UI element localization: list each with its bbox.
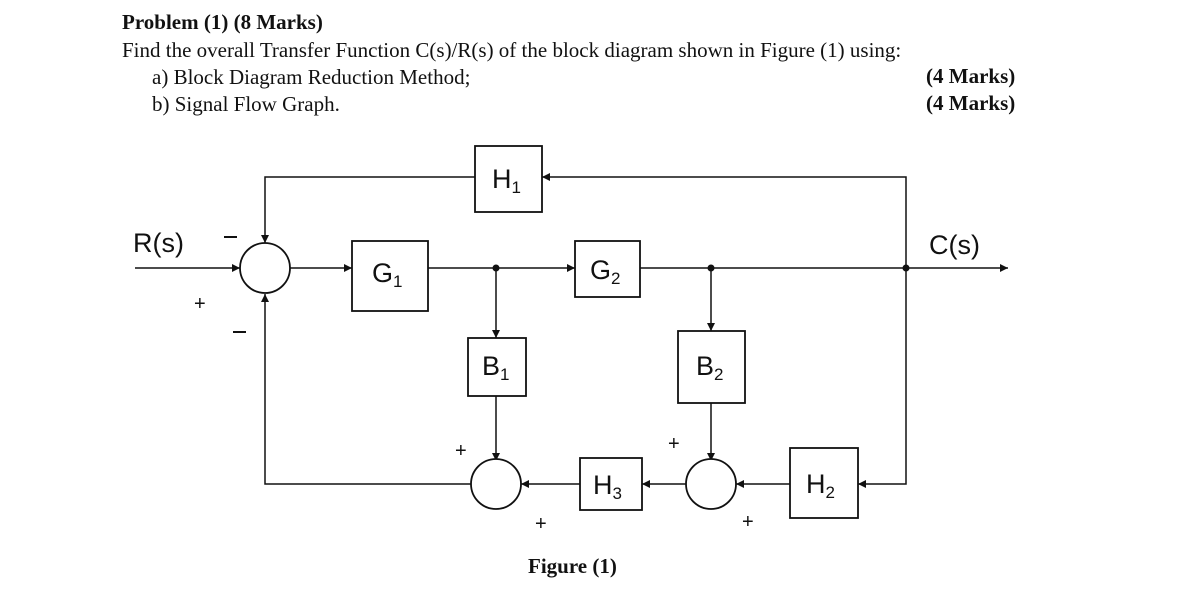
block-h3 (579, 457, 643, 511)
summing-junction-2 (470, 458, 522, 510)
junction-g1-output (492, 264, 500, 272)
block-g1 (351, 240, 429, 312)
block-h2-label: H2 (806, 469, 835, 502)
output-label: C(s) (929, 230, 980, 260)
block-h1 (474, 145, 543, 213)
part-b-marks: (4 Marks) (926, 91, 1016, 115)
block-h3-label: H3 (593, 470, 622, 503)
block-g2 (574, 240, 641, 298)
block-b1 (467, 337, 527, 397)
block-b2-label: B2 (696, 351, 723, 384)
sum2-sign-bottom: + (535, 513, 547, 535)
block-h1-label: H1 (492, 164, 521, 197)
block-b2 (677, 330, 746, 404)
sum3-sign-top: + (668, 433, 680, 455)
part-a-text: a) Block Diagram Reduction Method; (152, 65, 471, 89)
wire-h1-feedback-in (542, 173, 907, 268)
figure-caption: Figure (1) (528, 554, 617, 578)
wire-output-h2 (858, 268, 907, 488)
block-b1-label: B1 (482, 351, 509, 384)
part-a-marks: (4 Marks) (926, 64, 1016, 88)
sum3-sign-bottom: + (742, 511, 754, 533)
junction-g2-output (707, 264, 715, 272)
summing-junction-1 (239, 242, 291, 294)
junction-output (902, 264, 910, 272)
input-label: R(s) (133, 228, 184, 258)
block-g2-label: G2 (590, 255, 620, 288)
summing-junction-3 (685, 458, 737, 510)
wire-sum2-sum1 (261, 294, 471, 485)
wire-h1-feedback-out (261, 176, 475, 243)
sum2-sign-left: + (455, 440, 467, 462)
problem-statement: Find the overall Transfer Function C(s)/… (122, 38, 902, 62)
part-b-text: b) Signal Flow Graph. (152, 92, 340, 116)
block-h2 (789, 447, 859, 519)
problem-title: Problem (1) (8 Marks) (122, 10, 323, 34)
block-g1-label: G1 (372, 258, 402, 291)
sum1-sign-left: + (194, 293, 206, 315)
